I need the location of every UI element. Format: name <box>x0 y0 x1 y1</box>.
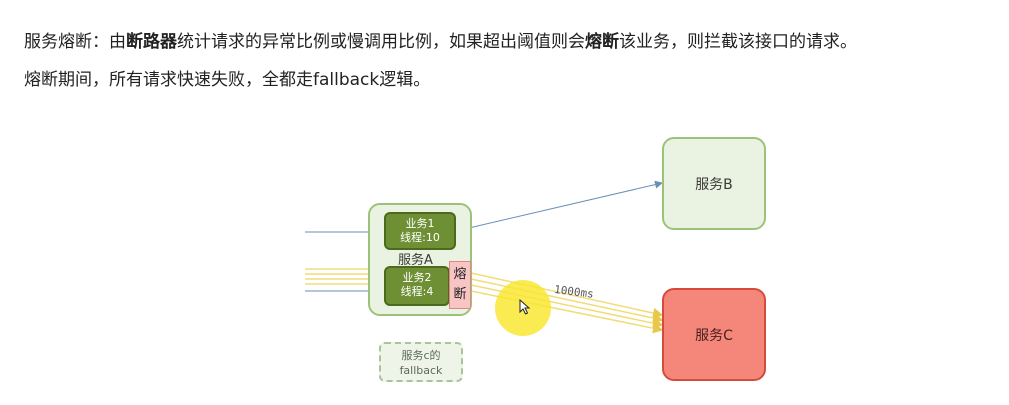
business-2-threads: 线程:4 <box>400 285 434 298</box>
line1-bold-breaker: 断路器 <box>126 32 177 52</box>
service-c-box: 服务C <box>662 288 766 381</box>
mouse-pointer-icon <box>519 298 531 319</box>
breaker-char-1: 熔 <box>453 267 467 282</box>
paragraph-line-1: 服务熔断：由断路器统计请求的异常比例或慢调用比例，如果超出阈值则会熔断该业务，则… <box>24 30 857 54</box>
line1-bold-fuse: 熔断 <box>585 32 619 52</box>
business-1-threads: 线程:10 <box>400 231 440 244</box>
line1-suffix: 该业务，则拦截该接口的请求。 <box>619 32 857 52</box>
service-c-label: 服务C <box>695 327 733 344</box>
outgoing-yellow-1 <box>470 272 664 319</box>
outgoing-yellow-2 <box>470 278 664 324</box>
arrow-biz1-to-service-b <box>455 180 663 232</box>
service-b-label: 服务B <box>695 176 733 193</box>
paragraph-line-2: 熔断期间，所有请求快速失败，全都走fallback逻辑。 <box>24 70 431 90</box>
fallback-line-1: 服务c的 <box>401 349 441 362</box>
circuit-breaker-tag: 熔 断 <box>449 261 471 309</box>
breaker-char-2: 断 <box>453 287 467 302</box>
business-1-name: 业务1 <box>405 217 435 230</box>
business-1-box: 业务1 线程:10 <box>384 212 456 250</box>
service-a-label: 服务A <box>398 253 433 268</box>
line1-middle: 统计请求的异常比例或慢调用比例，如果超出阈值则会 <box>177 32 585 52</box>
business-2-box: 业务2 线程:4 <box>384 266 450 306</box>
service-b-box: 服务B <box>662 137 766 230</box>
line1-prefix: 服务熔断：由 <box>24 32 126 52</box>
fallback-box: 服务c的 fallback <box>379 342 463 382</box>
fallback-line-2: fallback <box>399 364 443 377</box>
business-2-name: 业务2 <box>402 271 432 284</box>
